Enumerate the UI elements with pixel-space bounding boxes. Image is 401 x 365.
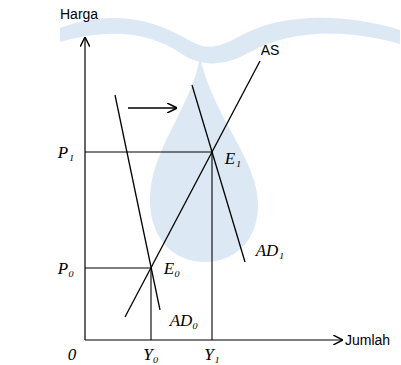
watermark <box>60 18 400 262</box>
equilibrium-label: E₁ <box>225 150 241 167</box>
curve-label: AS <box>261 43 280 57</box>
quantity-label: Y₁ <box>204 346 219 363</box>
demand-curve <box>192 85 245 262</box>
supply-curve <box>125 61 260 317</box>
curve-label: AD₀ <box>170 312 199 329</box>
equilibrium-label: E₀ <box>164 260 180 277</box>
shift-arrow <box>128 107 176 108</box>
y-axis <box>84 38 85 340</box>
curves <box>115 61 260 317</box>
guide-line <box>85 151 212 152</box>
axis-title: Jumlah <box>345 333 390 347</box>
guide-line <box>85 267 151 268</box>
axis-title: Harga <box>60 7 98 21</box>
x-axis <box>85 339 342 340</box>
demand-curve <box>115 95 160 310</box>
price-label: P₀ <box>58 260 74 277</box>
origin-label: 0 <box>68 346 77 363</box>
price-label: P₁ <box>58 144 74 161</box>
guide-lines <box>85 152 212 340</box>
guide-line <box>150 268 151 340</box>
quantity-label: Y₀ <box>143 346 158 363</box>
axes <box>85 38 342 340</box>
curve-label: AD₁ <box>256 242 285 259</box>
guide-line <box>211 152 212 340</box>
